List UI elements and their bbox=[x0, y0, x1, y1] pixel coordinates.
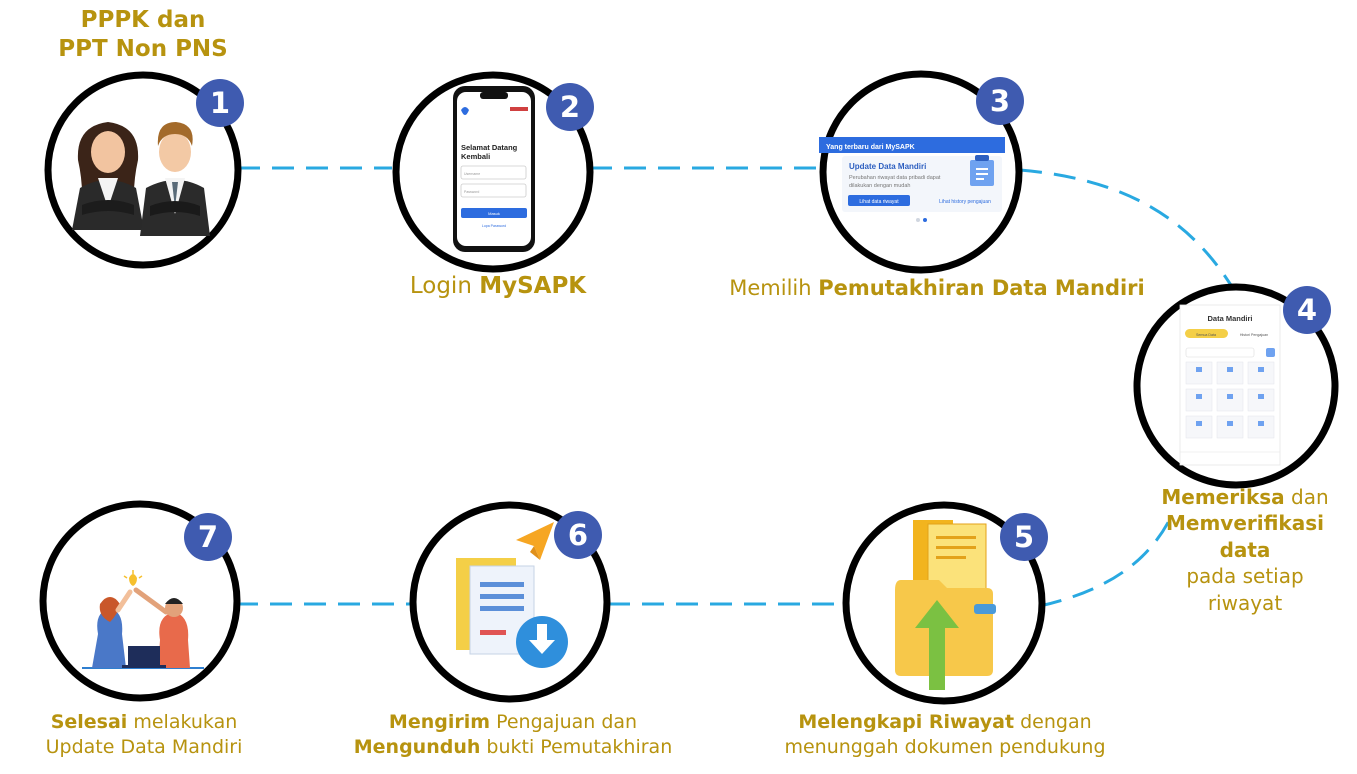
step-1-title-line2: PPT Non PNS bbox=[58, 36, 228, 63]
step-3: Yang terbaru dari MySAPK Update Data Man… bbox=[819, 70, 1024, 274]
svg-text:Kembali: Kembali bbox=[461, 152, 490, 161]
step-3-caption: Memilih Pemutakhiran Data Mandiri bbox=[729, 276, 1145, 300]
step-4-number: 4 bbox=[1297, 293, 1317, 327]
svg-text:Lupa Password: Lupa Password bbox=[482, 224, 506, 228]
step-2-number: 2 bbox=[560, 90, 580, 124]
step-1-caption: PPPK dan PPT Non PNS bbox=[30, 6, 256, 65]
step-3-number: 3 bbox=[990, 84, 1010, 118]
svg-text:Yang terbaru dari MySAPK: Yang terbaru dari MySAPK bbox=[826, 144, 915, 151]
two-business-people-icon bbox=[72, 122, 210, 236]
svg-text:Histori Pengajuan: Histori Pengajuan bbox=[1240, 333, 1268, 337]
step-7-badge bbox=[184, 513, 232, 561]
step-7-number: 7 bbox=[198, 520, 218, 554]
step-4: Data Mandiri Semua Data Histori Pengajua… bbox=[1133, 283, 1339, 489]
step-2-badge bbox=[546, 83, 594, 131]
step-7-caption: Selesai melakukan Update Data Mandiri bbox=[45, 711, 243, 758]
step-2: Selamat Datang Kembali Username Password… bbox=[392, 71, 594, 273]
step-5-caption: Melengkapi Riwayat dengan menunggah doku… bbox=[784, 711, 1106, 758]
step-1: 1 bbox=[44, 71, 244, 269]
step-1-number: 1 bbox=[210, 86, 230, 120]
step-5: 5 bbox=[842, 501, 1048, 705]
svg-text:Lihat data riwayat: Lihat data riwayat bbox=[859, 199, 899, 205]
connector-lines bbox=[236, 166, 1242, 608]
step-4-badge bbox=[1283, 286, 1331, 334]
step-1-title-line1: PPPK dan bbox=[80, 7, 206, 33]
connector-4-5 bbox=[1039, 514, 1174, 608]
step-3-badge bbox=[976, 77, 1024, 125]
svg-text:Data Mandiri: Data Mandiri bbox=[1207, 314, 1252, 323]
mysapk-login-phone-icon: Selamat Datang Kembali Username Password… bbox=[453, 86, 535, 252]
svg-text:Semua Data: Semua Data bbox=[1196, 333, 1216, 337]
svg-text:Password: Password bbox=[464, 190, 479, 194]
data-mandiri-menu-screen-icon: Data Mandiri Semua Data Histori Pengajua… bbox=[1179, 304, 1281, 466]
step-5-number: 5 bbox=[1014, 520, 1034, 554]
svg-text:dilakukan dengan mudah: dilakukan dengan mudah bbox=[849, 183, 910, 189]
svg-text:Selamat Datang: Selamat Datang bbox=[461, 143, 518, 152]
step-6-badge bbox=[554, 511, 602, 559]
svg-text:Update Data Mandiri: Update Data Mandiri bbox=[849, 162, 926, 171]
send-and-download-document-icon bbox=[456, 522, 568, 668]
svg-text:Perubahan riwayat data pribadi: Perubahan riwayat data pribadi dapat bbox=[849, 175, 941, 181]
svg-text:Masuk: Masuk bbox=[488, 211, 500, 216]
step-6-number: 6 bbox=[568, 518, 588, 552]
step-4-caption: Memeriksa dan Memverifikasi data pada se… bbox=[1161, 485, 1329, 615]
step-6-caption: Mengirim Pengajuan dan Mengunduh bukti P… bbox=[353, 711, 673, 758]
folder-upload-documents-icon bbox=[895, 520, 996, 690]
svg-text:Lihat history pengajuan: Lihat history pengajuan bbox=[939, 199, 991, 205]
step-7: 7 bbox=[39, 500, 241, 702]
svg-text:Username: Username bbox=[464, 172, 480, 176]
step-5-badge bbox=[1000, 513, 1048, 561]
step-1-badge bbox=[196, 79, 244, 127]
step-2-caption: Login MySAPK bbox=[409, 273, 587, 299]
teamwork-celebration-icon bbox=[82, 570, 204, 669]
step-6: 6 bbox=[409, 501, 611, 703]
connector-3-4 bbox=[1019, 168, 1242, 301]
update-data-mandiri-card-icon: Yang terbaru dari MySAPK Update Data Man… bbox=[819, 137, 1005, 222]
